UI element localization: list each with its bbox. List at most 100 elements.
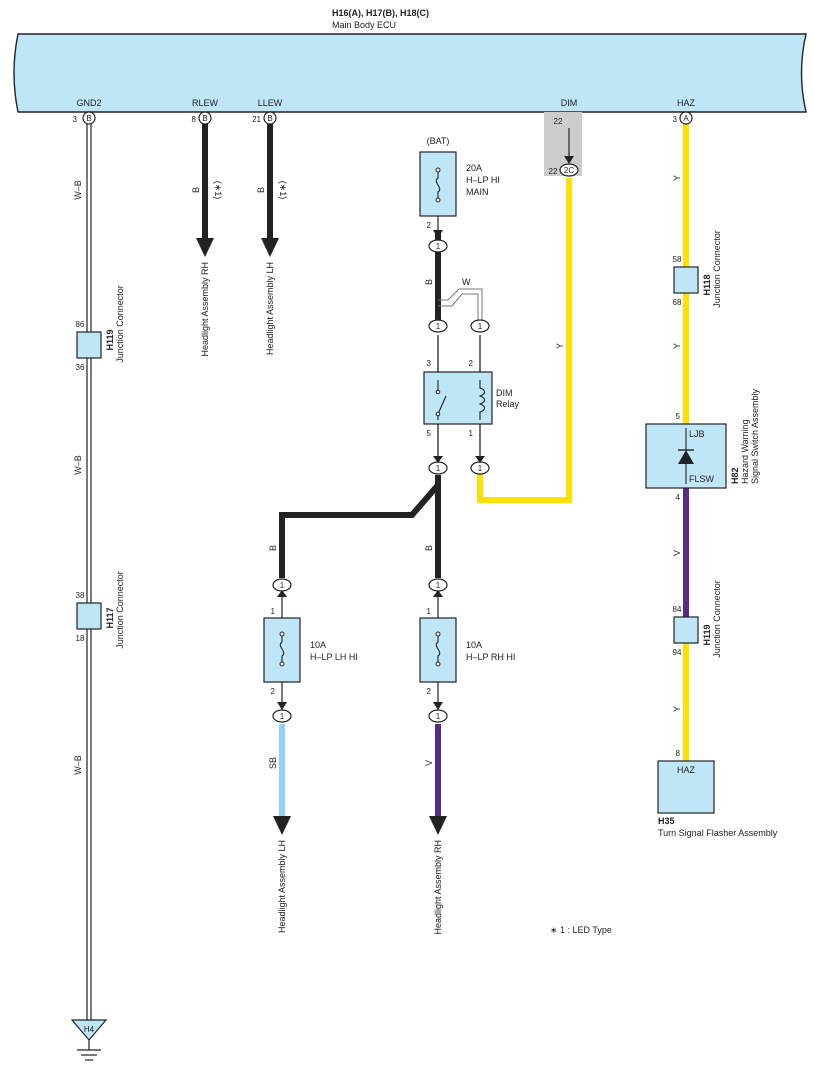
svg-text:8: 8 <box>192 115 197 124</box>
svg-text:18: 18 <box>76 634 85 643</box>
svg-text:H35: H35 <box>658 816 675 826</box>
ring-connector-rh-fuse-out: 1 <box>428 709 448 723</box>
svg-text:1: 1 <box>280 581 285 590</box>
svg-text:B: B <box>267 114 272 123</box>
led-type-note: ∗ 1 : LED Type <box>550 925 612 935</box>
ring-connector-rh-fuse-in: 1 <box>428 578 448 592</box>
fuse-hlp-rh-hi: 1 10A H–LP RH HI 2 <box>419 590 515 710</box>
llew-terminal-name: LLEW <box>258 98 283 108</box>
svg-text:94: 94 <box>673 648 682 657</box>
svg-text:Junction Connector: Junction Connector <box>712 580 722 658</box>
svg-text:DIM: DIM <box>496 388 513 398</box>
svg-text:Relay: Relay <box>496 399 520 409</box>
svg-text:22: 22 <box>549 167 558 176</box>
wire-label-w: W <box>462 277 471 287</box>
dest-headlight-lh-top: Headlight Assembly LH <box>265 262 275 355</box>
ring-connector-relay-in-right: 1 <box>470 319 490 333</box>
svg-text:H82: H82 <box>730 467 740 484</box>
svg-text:H117: H117 <box>105 607 115 628</box>
svg-text:H119: H119 <box>702 624 712 645</box>
h117-junction: 38 18 H117 Junction Connector <box>76 571 125 649</box>
svg-text:68: 68 <box>673 298 682 307</box>
rlew-led-note: (∗1) <box>213 181 223 200</box>
svg-text:86: 86 <box>76 320 85 329</box>
svg-text:(BAT): (BAT) <box>427 136 450 146</box>
dim-yellow-wire <box>477 178 572 503</box>
svg-text:3: 3 <box>73 115 78 124</box>
svg-text:10A: 10A <box>466 640 482 650</box>
wire-label-sb: SB <box>268 757 278 769</box>
svg-text:58: 58 <box>673 255 682 264</box>
lh-output-arrow <box>273 816 291 835</box>
wire-label-wb-3: W–B <box>73 755 83 775</box>
svg-text:1: 1 <box>427 607 432 616</box>
llew-arrow <box>261 238 279 257</box>
w-jumper-wire <box>438 288 483 320</box>
ecu-name: Main Body ECU <box>332 20 396 30</box>
wire-label-llew: B <box>256 187 266 193</box>
svg-text:36: 36 <box>76 363 85 372</box>
ground-h4: H4 <box>70 1019 108 1061</box>
ring-connector-relay-in-left: 1 <box>428 319 448 333</box>
svg-text:Junction Connector: Junction Connector <box>115 571 125 649</box>
svg-text:H–LP HI: H–LP HI <box>466 175 500 185</box>
svg-text:A: A <box>683 114 689 123</box>
svg-text:20A: 20A <box>466 163 482 173</box>
ring-connector-main-fuse-out: 1 <box>428 239 448 253</box>
gnd2-terminal-name: GND2 <box>76 98 101 108</box>
fuse-hlp-lh-hi: 1 10A H–LP LH HI 2 <box>263 590 358 710</box>
svg-text:Junction Connector: Junction Connector <box>712 230 722 308</box>
svg-text:H–LP LH HI: H–LP LH HI <box>310 652 358 662</box>
svg-text:B: B <box>202 114 207 123</box>
hazard-warning-switch-h82: 5 LJB FLSW 4 H82 Hazard Warning Signal S… <box>645 388 760 502</box>
svg-text:LJB: LJB <box>689 429 705 439</box>
wire-label-haz-y-1: Y <box>672 175 682 181</box>
svg-text:3: 3 <box>673 115 678 124</box>
dim-relay: 3 2 DIM Relay 5 1 <box>423 359 520 438</box>
svg-text:1: 1 <box>436 322 441 331</box>
svg-text:84: 84 <box>673 605 682 614</box>
wire-label-rlew: B <box>191 187 201 193</box>
svg-text:B: B <box>86 114 91 123</box>
svg-text:MAIN: MAIN <box>466 187 489 197</box>
svg-text:38: 38 <box>76 591 85 600</box>
ring-connector-lh-fuse-in: 1 <box>272 578 292 592</box>
gnd2-wire <box>86 124 92 1020</box>
svg-text:Turn Signal Flasher Assembly: Turn Signal Flasher Assembly <box>658 828 778 838</box>
wire-label-haz-v: V <box>672 550 682 556</box>
svg-text:22: 22 <box>554 117 563 126</box>
rlew-terminal-name: RLEW <box>192 98 219 108</box>
gnd2-connector: 3 B <box>73 111 96 125</box>
wire-label-haz-y-3: Y <box>672 706 682 712</box>
svg-text:H–LP RH HI: H–LP RH HI <box>466 652 515 662</box>
svg-text:1: 1 <box>436 712 441 721</box>
h119-left-junction: 86 36 H119 Junction Connector <box>76 285 125 372</box>
svg-text:1: 1 <box>436 464 441 473</box>
svg-text:Signal Switch Assembly: Signal Switch Assembly <box>750 388 760 484</box>
svg-text:2C: 2C <box>564 166 574 175</box>
svg-text:1: 1 <box>280 712 285 721</box>
svg-text:Hazard Warning: Hazard Warning <box>740 419 750 484</box>
rh-output-arrow <box>429 816 447 835</box>
svg-text:1: 1 <box>469 429 474 438</box>
llew-connector: 21 B <box>252 111 277 125</box>
svg-text:21: 21 <box>252 115 261 124</box>
turn-signal-flasher-h35: 8 HAZ H35 Turn Signal Flasher Assembly <box>657 749 778 838</box>
h118-junction: 58 68 H118 Junction Connector <box>673 230 722 308</box>
fuse-hlp-hi-main: (BAT) 20A H–LP HI MAIN 2 <box>419 136 500 238</box>
wire-label-wb-2: W–B <box>73 455 83 475</box>
dim-connector: 22 22 2C <box>549 117 579 177</box>
svg-text:H4: H4 <box>84 1025 95 1034</box>
wire-label-main-b: B <box>424 279 434 285</box>
svg-text:2: 2 <box>427 221 432 230</box>
svg-text:HAZ: HAZ <box>677 765 696 775</box>
svg-text:10A: 10A <box>310 640 326 650</box>
wire-label-rh-v: V <box>424 760 434 766</box>
ecu-connector-ids: H16(A), H17(B), H18(C) <box>332 8 429 18</box>
llew-led-note: (∗1) <box>278 181 288 200</box>
branch-to-lh-fuse-wire <box>279 475 441 578</box>
dest-headlight-lh-bottom: Headlight Assembly LH <box>277 840 287 933</box>
svg-text:1: 1 <box>271 607 276 616</box>
rlew-connector: 8 B <box>192 111 212 125</box>
